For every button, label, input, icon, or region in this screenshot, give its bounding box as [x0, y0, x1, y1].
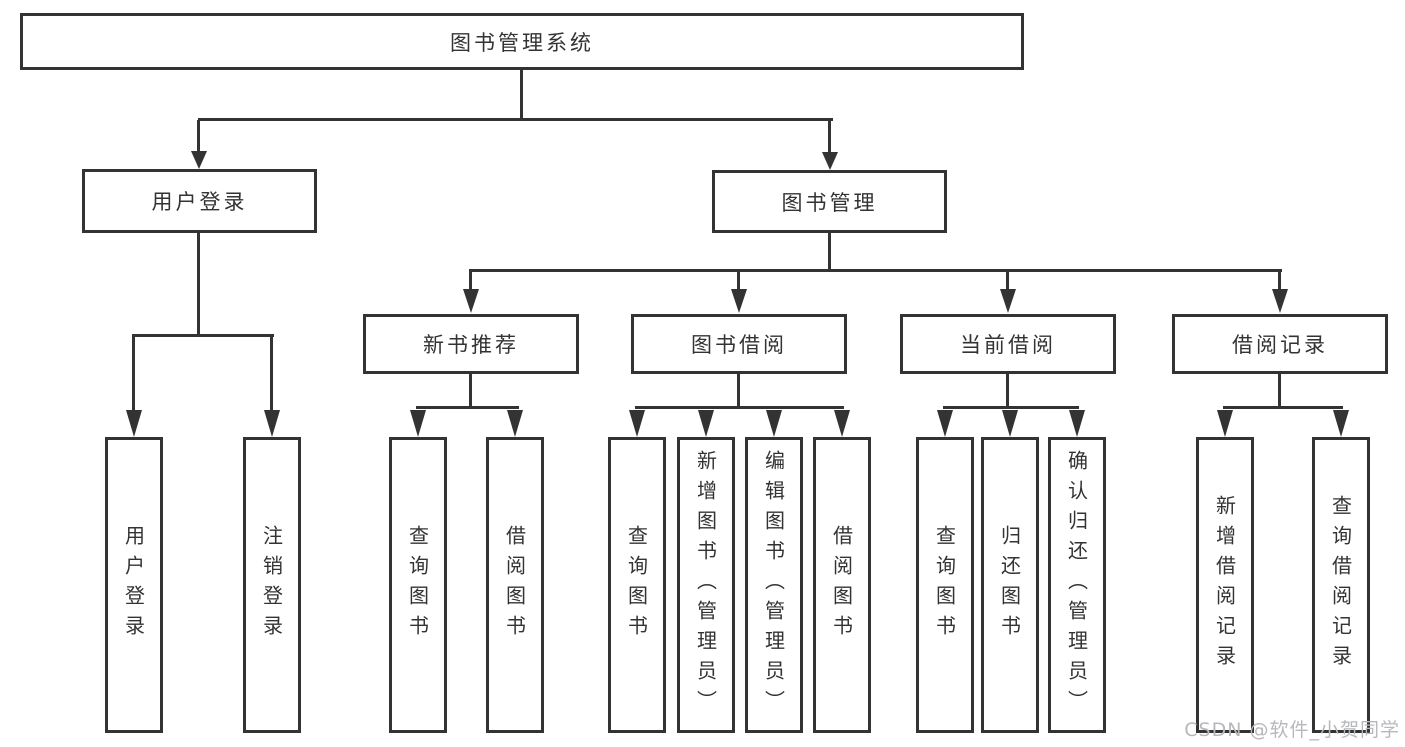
csdn-watermark: CSDN @软件_小贺同学 — [1184, 719, 1400, 741]
leaf-current-query-books: 查询图书 — [916, 437, 974, 733]
connector-bookborrow-vertical — [737, 374, 740, 408]
leaf-current-confirm-return-admin-label: 确认归还（管理员） — [1064, 450, 1089, 720]
leaf-user-login-label: 用户登录 — [121, 525, 146, 645]
leaf-logout: 注销登录 — [243, 437, 301, 733]
leaf-borrow-query-books: 查询图书 — [608, 437, 666, 733]
leaf-current-confirm-return-admin: 确认归还（管理员） — [1048, 437, 1106, 733]
connector-stub-user-login — [197, 120, 200, 153]
leaf-borrow-borrow-books: 借阅图书 — [813, 437, 871, 733]
node-current-borrow: 当前借阅 — [900, 314, 1116, 374]
arrowhead-leaf-bb-borrow — [834, 410, 850, 437]
leaf-borrow-edit-books-admin: 编辑图书（管理员） — [745, 437, 803, 733]
leaf-borrow-edit-books-admin-label: 编辑图书（管理员） — [761, 450, 786, 720]
leaf-records-add-record-label: 新增借阅记录 — [1212, 495, 1237, 675]
connector-stub-bookborrow — [737, 271, 740, 291]
leaf-borrow-add-books-admin: 新增图书（管理员） — [677, 437, 735, 733]
arrowhead-leaf-nb-borrow — [507, 410, 523, 437]
arrowhead-user-login — [191, 151, 207, 169]
connector-newbook-vertical — [469, 374, 472, 408]
arrowhead-leaf-bb-query — [629, 410, 645, 437]
arrowhead-new-book-recommend — [463, 289, 479, 313]
leaf-records-query-record: 查询借阅记录 — [1312, 437, 1370, 733]
leaf-records-add-record: 新增借阅记录 — [1196, 437, 1254, 733]
leaf-newbook-query-books-label: 查询图书 — [405, 525, 430, 645]
arrowhead-leaf-logout — [264, 410, 280, 437]
leaf-logout-label: 注销登录 — [259, 525, 284, 645]
leaf-newbook-borrow-books: 借阅图书 — [486, 437, 544, 733]
connector-bookmgmt-horizontal — [469, 269, 1282, 272]
arrowhead-borrow-records — [1272, 289, 1288, 313]
connector-bookborrow-horizontal — [635, 406, 844, 409]
connector-newbook-horizontal — [416, 406, 519, 409]
leaf-borrow-borrow-books-label: 借阅图书 — [829, 525, 854, 645]
arrowhead-leaf-br-query — [1333, 410, 1349, 437]
arrowhead-leaf-cb-query — [937, 410, 953, 437]
leaf-newbook-borrow-books-label: 借阅图书 — [502, 525, 527, 645]
leaf-newbook-query-books: 查询图书 — [389, 437, 447, 733]
arrowhead-book-management — [822, 152, 838, 170]
node-book-borrow: 图书借阅 — [631, 314, 847, 374]
leaf-current-return-books-label: 归还图书 — [997, 525, 1022, 645]
arrowhead-leaf-bb-edit — [766, 410, 782, 437]
leaf-borrow-add-books-admin-label: 新增图书（管理员） — [693, 450, 718, 720]
connector-stub-borrowrecords — [1278, 271, 1281, 291]
connector-root-horizontal — [198, 118, 833, 121]
leaf-user-login: 用户登录 — [105, 437, 163, 733]
node-user-login: 用户登录 — [82, 169, 317, 233]
leaf-records-query-record-label: 查询借阅记录 — [1328, 495, 1353, 675]
node-borrow-records: 借阅记录 — [1172, 314, 1388, 374]
arrowhead-leaf-user-login — [126, 410, 142, 437]
node-book-management: 图书管理 — [712, 170, 947, 233]
leaf-current-return-books: 归还图书 — [981, 437, 1039, 733]
connector-userlogin-vertical — [197, 233, 200, 336]
arrowhead-leaf-cb-confirm — [1069, 410, 1085, 437]
connector-currentborrow-vertical — [1006, 374, 1009, 408]
connector-bookmgmt-vertical — [828, 233, 831, 271]
arrowhead-book-borrow — [731, 289, 747, 313]
arrowhead-leaf-nb-query — [410, 410, 426, 437]
connector-stub-currentborrow — [1006, 271, 1009, 291]
arrowhead-leaf-cb-return — [1002, 410, 1018, 437]
leaf-current-query-books-label: 查询图书 — [932, 525, 957, 645]
connector-stub-leaf-login — [132, 336, 135, 412]
connector-stub-newbook — [469, 271, 472, 291]
connector-userlogin-horizontal — [132, 334, 274, 337]
arrowhead-current-borrow — [1000, 289, 1016, 313]
node-root: 图书管理系统 — [20, 13, 1024, 70]
connector-stub-book-management — [828, 120, 831, 153]
leaf-borrow-query-books-label: 查询图书 — [624, 525, 649, 645]
connector-root-vertical — [520, 70, 523, 119]
node-new-book-recommend: 新书推荐 — [363, 314, 579, 374]
connector-borrowrecords-horizontal — [1223, 406, 1343, 409]
connector-currentborrow-horizontal — [943, 406, 1079, 409]
connector-stub-leaf-logout — [270, 336, 273, 412]
arrowhead-leaf-br-add — [1217, 410, 1233, 437]
arrowhead-leaf-bb-add — [698, 410, 714, 437]
connector-borrowrecords-vertical — [1278, 374, 1281, 408]
